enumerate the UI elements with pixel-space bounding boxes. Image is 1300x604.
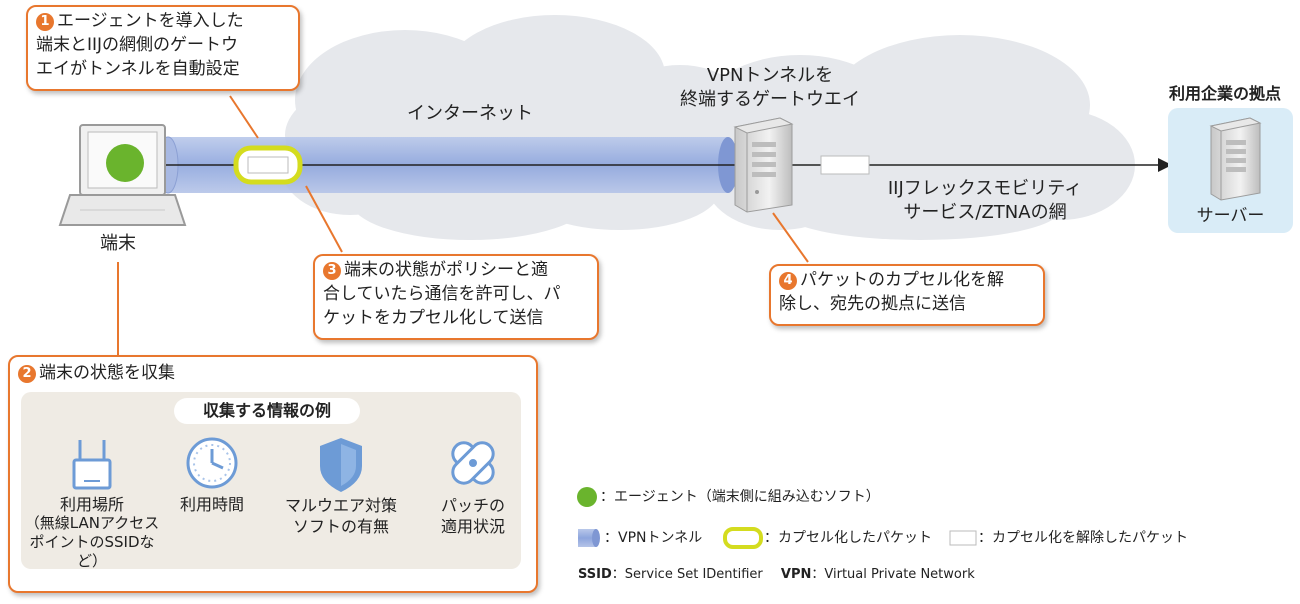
legend-agent: ：エージェント（端末側に組み込むソフト）	[600, 489, 880, 505]
network-label-line: サービス/ZTNAの網	[903, 202, 1067, 223]
info-item-location: 利用場所 （無線LANアクセス ポイントのSSIDなど）	[22, 495, 162, 571]
abbr-vpn: VPN	[780, 567, 812, 582]
step-number: 1	[36, 13, 54, 31]
callout-pointers	[117, 95, 809, 355]
callout-text: 除し、宛先の拠点に送信	[779, 294, 966, 314]
step-number: 3	[323, 262, 341, 280]
network-label-line: IIJフレックスモビリティ	[887, 178, 1083, 199]
network-label: IIJフレックスモビリティ サービス/ZTNAの網	[870, 177, 1100, 225]
callout-text: 合していたら通信を許可し、パ	[323, 284, 561, 304]
legend-abbreviations: SSID：Service Set IDentifier VPN：Virtual …	[578, 565, 975, 585]
info-item-text: （無線LANアクセス	[24, 514, 160, 532]
internet-label: インターネット	[407, 103, 533, 124]
abbr-ssid: SSID	[578, 567, 612, 582]
legend-decapsulated-icon	[949, 530, 977, 546]
callout-text: パケットのカプセル化を解	[800, 270, 1004, 290]
callout-title: 端末の状態を収集	[39, 363, 175, 383]
base-title: 利用企業の拠点	[1168, 84, 1281, 103]
internet-cloud	[280, 15, 760, 240]
agent-icon	[106, 144, 144, 182]
decapsulated-packet	[820, 155, 870, 175]
info-item-text: ソフトの有無	[292, 517, 389, 536]
callout-text: エイがトンネルを自動設定	[36, 59, 240, 79]
laptop-icon	[58, 124, 187, 226]
server-label: サーバー	[1196, 206, 1265, 226]
info-item-text: ポイントのSSIDなど）	[29, 533, 155, 570]
legend-decapsulated: ：カプセル化を解除したパケット	[978, 530, 1188, 546]
legend-encapsulated: ：カプセル化したパケット	[764, 530, 932, 546]
info-item-text: マルウエア対策	[284, 496, 397, 515]
callout-text: ケットをカプセル化して送信	[323, 308, 544, 328]
terminal-label: 端末	[100, 233, 136, 254]
info-box-title: 収集する情報の例	[202, 401, 331, 420]
gateway-label-line: VPNトンネルを	[706, 65, 834, 86]
gateway-server-icon	[733, 117, 794, 213]
callout-text: 端末とIIJの網側のゲートウ	[36, 35, 239, 55]
legend-vpn: ：VPNトンネル	[604, 530, 703, 546]
legend-agent-icon	[577, 487, 597, 507]
encapsulated-packet	[233, 145, 303, 185]
abbr-vpn-full: ：Virtual Private Network	[811, 567, 975, 582]
step-number: 2	[18, 365, 36, 383]
gateway-label: VPNトンネルを 終端するゲートウエイ	[640, 64, 900, 112]
callout-text: 端末の状態がポリシーと適	[344, 260, 548, 280]
callout-text: エージェントを導入した	[57, 11, 244, 31]
arrow-head	[1158, 158, 1172, 172]
info-item-text: パッチの	[440, 496, 505, 515]
site-server-icon	[1209, 117, 1262, 201]
info-item-antimalware: マルウエア対策 ソフトの有無	[276, 495, 406, 537]
info-item-patch: パッチの 適用状況	[418, 495, 528, 537]
info-item-time: 利用時間	[152, 495, 272, 514]
legend-vpn-icon	[578, 529, 600, 547]
abbr-ssid-full: ：Service Set IDentifier	[611, 567, 763, 582]
gateway-label-line: 終端するゲートウエイ	[680, 89, 860, 110]
legend-encapsulated-icon	[723, 527, 763, 549]
info-item-text: 適用状況	[440, 517, 505, 536]
info-item-text: 利用時間	[179, 495, 244, 514]
info-item-text: 利用場所	[59, 495, 124, 514]
step-number: 4	[779, 272, 797, 290]
